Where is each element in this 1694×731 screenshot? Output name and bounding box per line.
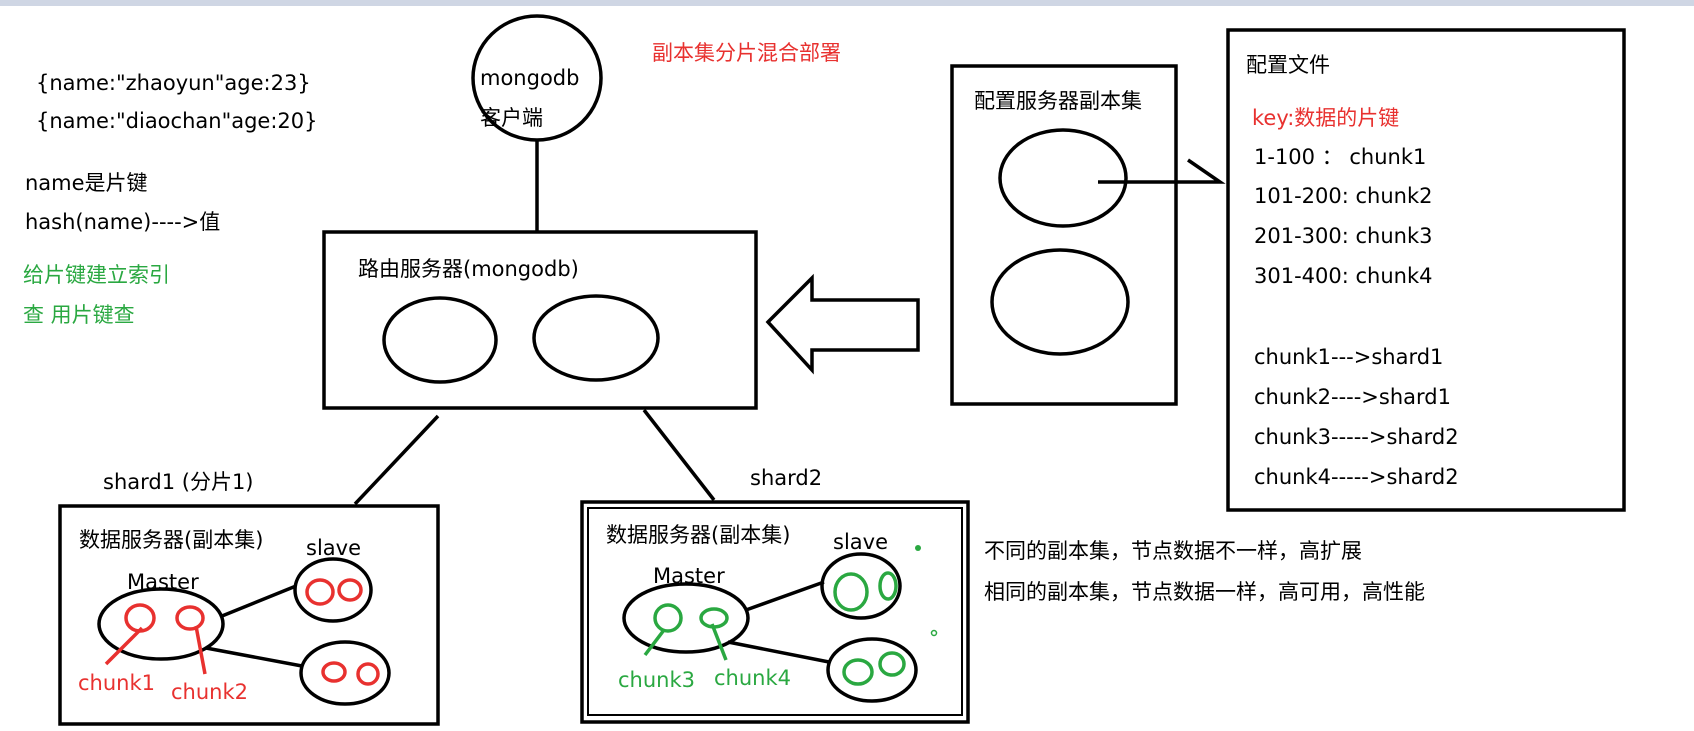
chunk4-pointer (710, 623, 728, 661)
shard2-chunk3-label: chunk3 (618, 668, 695, 692)
sample-document-2: {name:"diaochan"age:20} (36, 109, 318, 133)
shard1-chunk2-label: chunk2 (171, 680, 248, 704)
shard1-slave1-chunk-b (337, 578, 363, 602)
shard1-chunks (104, 578, 380, 686)
config-file-link (1098, 158, 1226, 184)
shard2-slave-2 (826, 637, 918, 703)
config-range-2: 101-200: chunk2 (1254, 184, 1433, 208)
config-servers-box (950, 64, 1178, 406)
shard1-slave2-chunk-b (356, 662, 380, 686)
config-range-1: 1-100 ： chunk1 (1254, 145, 1427, 169)
config-file-title: 配置文件 (1246, 53, 1330, 77)
client-label-line2: 客户端 (480, 106, 543, 130)
shard2-chunks (643, 545, 938, 686)
sample-document-1: {name:"zhaoyun"age:23} (36, 71, 311, 95)
different-replica-set-note: 不同的副本集，节点数据不一样，高扩展 (984, 539, 1362, 563)
router-shard2-link (642, 408, 716, 502)
chunk1-pointer (104, 626, 144, 666)
config-file-key-line: key:数据的片键 (1252, 106, 1400, 130)
config-server-1 (998, 128, 1128, 228)
index-note: 给片键建立索引 (23, 263, 170, 287)
shard1-master (97, 587, 225, 661)
shard1-box (58, 504, 440, 726)
config-servers-label: 配置服务器副本集 (974, 89, 1142, 113)
shard1-master-slave1-link (221, 584, 297, 618)
shard2-slave2-chunk-b (878, 651, 906, 677)
config-range-4: 301-400: chunk4 (1254, 264, 1433, 288)
shard1-master-slave2-link (205, 646, 303, 668)
shard1-chunk1-label: chunk1 (78, 671, 155, 695)
stray-dot (915, 545, 921, 551)
shard2-box-label: 数据服务器(副本集) (606, 523, 791, 547)
shard1-slave2-chunk-a (321, 661, 347, 683)
shard2-master (622, 582, 750, 654)
shard1-title: shard1 (分片1) (103, 470, 254, 494)
config-mapping-2: chunk2---->shard1 (1254, 385, 1451, 409)
router-shard1-link (353, 414, 440, 506)
router-instance-1 (382, 296, 498, 384)
diagram-title: 副本集分片混合部署 (652, 41, 841, 65)
chunk3-pointer (643, 628, 666, 657)
shard1-box-label: 数据服务器(副本集) (79, 528, 264, 552)
router-instance-2 (532, 294, 660, 382)
shard1-master-label: Master (127, 570, 199, 594)
shard2-slave2-chunk-a (842, 658, 874, 686)
config-file-box (1226, 28, 1626, 512)
chunk2-pointer (194, 625, 207, 675)
shard2-slave-label: slave (833, 530, 888, 554)
shard1-slave1-chunk-a (305, 578, 335, 606)
shard2-chunk4-label: chunk4 (714, 666, 791, 690)
client-label-line1: mongodb (480, 66, 580, 90)
config-mapping-4: chunk4----->shard2 (1254, 465, 1459, 489)
shard2-master-slave2-link (727, 640, 830, 664)
shard2-master-slave1-link (745, 580, 825, 612)
same-replica-set-note: 相同的副本集，节点数据一样，高可用，高性能 (984, 580, 1425, 604)
shard-key-note: name是片键 (25, 171, 148, 195)
config-mapping-1: chunk1--->shard1 (1254, 345, 1444, 369)
shard2-slave1-chunk-a (833, 572, 869, 612)
window-top-border (0, 0, 1694, 6)
config-server-2 (990, 248, 1130, 356)
shard1-master-chunk1 (124, 603, 156, 633)
config-mapping-3: chunk3----->shard2 (1254, 425, 1459, 449)
shard2-slave-1 (820, 552, 902, 620)
shard2-title: shard2 (750, 466, 823, 490)
router-box (322, 230, 758, 410)
shard1-slave-2 (299, 640, 391, 706)
config-range-3: 201-300: chunk3 (1254, 224, 1433, 248)
config-to-router-arrow (765, 273, 920, 375)
shard2-box-inner (587, 507, 963, 716)
shard2-slave1-chunk-b (878, 571, 898, 601)
shard1-slave-1 (293, 557, 373, 623)
shard2-master-chunk3 (653, 603, 683, 633)
shard2-master-chunk4 (699, 607, 729, 629)
shard2-box-outer (580, 500, 970, 724)
stray-dot-small (930, 629, 938, 637)
router-label: 路由服务器(mongodb) (358, 257, 579, 281)
shard1-slave-label: slave (306, 536, 361, 560)
hash-note: hash(name)---->值 (25, 210, 221, 234)
shard2-master-label: Master (653, 564, 725, 588)
query-note: 查 用片键查 (23, 303, 135, 327)
shard1-master-chunk2 (175, 605, 205, 631)
